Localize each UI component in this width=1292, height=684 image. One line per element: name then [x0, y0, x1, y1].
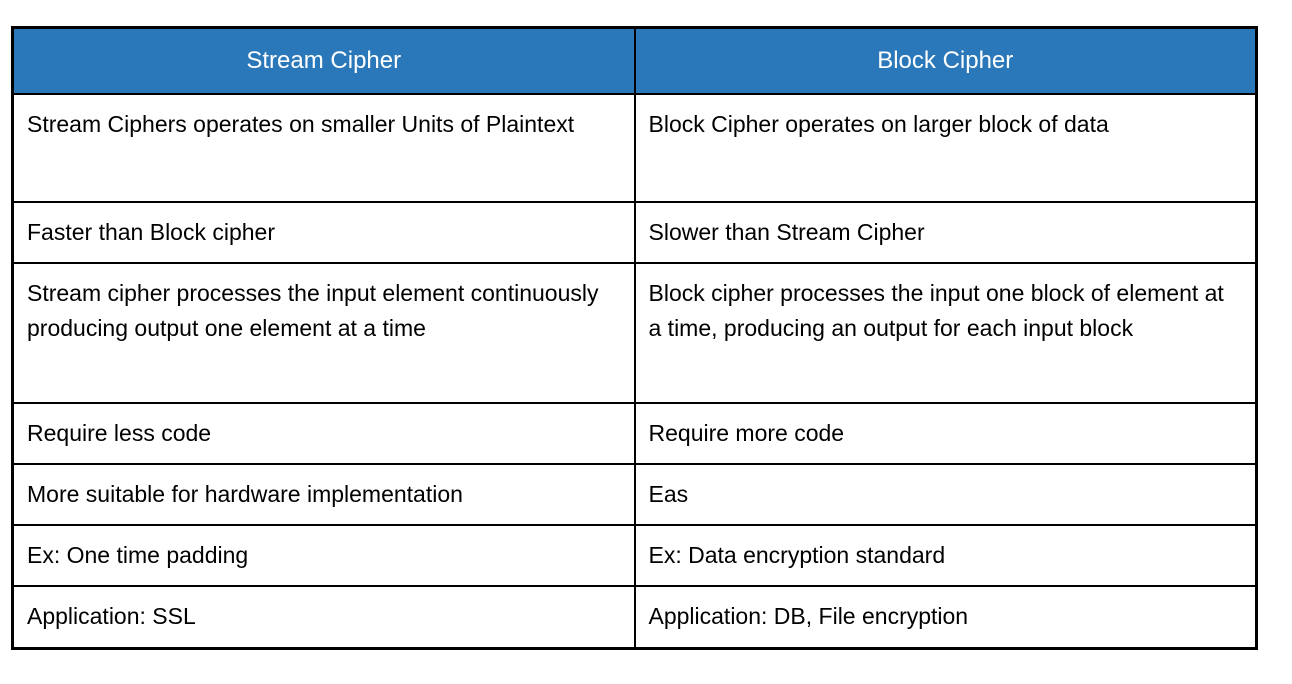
table-row: Require less code Require more code [11, 402, 1258, 465]
table-cell: Block cipher processes the input one blo… [633, 262, 1258, 404]
table-row: Stream Ciphers operates on smaller Units… [11, 93, 1258, 203]
table-cell: Stream Ciphers operates on smaller Units… [11, 93, 636, 203]
table-cell: Application: DB, File encryption [633, 585, 1258, 649]
table-body: Stream Ciphers operates on smaller Units… [11, 93, 1258, 649]
cipher-comparison-table: Stream Cipher Block Cipher Stream Cipher… [11, 26, 1258, 650]
table-cell: Eas [633, 463, 1258, 526]
table-cell: Ex: One time padding [11, 524, 636, 587]
table-cell: Block Cipher operates on larger block of… [633, 93, 1258, 203]
table-cell: Ex: Data encryption standard [633, 524, 1258, 587]
table-row: Faster than Block cipher Slower than Str… [11, 201, 1258, 264]
table-cell: Application: SSL [11, 585, 636, 649]
table-cell: Faster than Block cipher [11, 201, 636, 264]
table-row: Application: SSL Application: DB, File e… [11, 585, 1258, 649]
header-cell-block-cipher: Block Cipher [633, 26, 1258, 95]
header-cell-stream-cipher: Stream Cipher [11, 26, 636, 95]
table-row: Stream cipher processes the input elemen… [11, 262, 1258, 404]
table-row: More suitable for hardware implementatio… [11, 463, 1258, 526]
table-cell: Stream cipher processes the input elemen… [11, 262, 636, 404]
table-cell: Require less code [11, 402, 636, 465]
table-cell: More suitable for hardware implementatio… [11, 463, 636, 526]
header-row: Stream Cipher Block Cipher [11, 26, 1258, 95]
table-header: Stream Cipher Block Cipher [11, 26, 1258, 95]
table-cell: Slower than Stream Cipher [633, 201, 1258, 264]
table-row: Ex: One time padding Ex: Data encryption… [11, 524, 1258, 587]
table-cell: Require more code [633, 402, 1258, 465]
